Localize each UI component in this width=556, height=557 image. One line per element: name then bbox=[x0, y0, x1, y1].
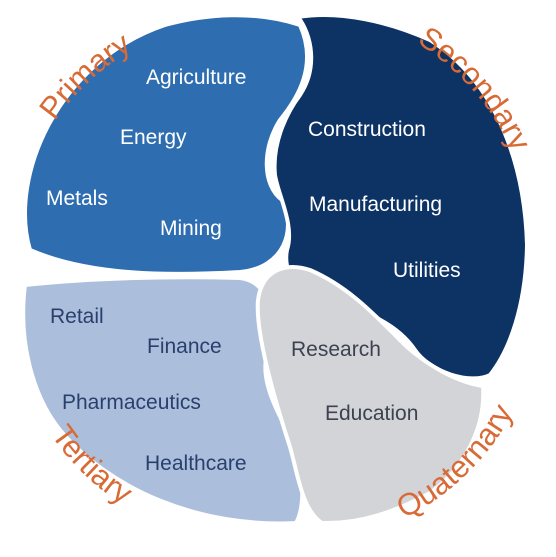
tertiary-item-pharmaceutics: Pharmaceutics bbox=[62, 391, 201, 414]
primary-item-mining: Mining bbox=[160, 217, 222, 240]
quaternary-item-education: Education bbox=[325, 402, 418, 425]
primary-item-metals: Metals bbox=[46, 187, 108, 210]
primary-item-energy: Energy bbox=[120, 126, 187, 149]
quaternary-item-research: Research bbox=[291, 338, 381, 361]
primary-item-agriculture: Agriculture bbox=[146, 66, 246, 89]
tertiary-item-healthcare: Healthcare bbox=[145, 452, 247, 475]
tertiary-item-retail: Retail bbox=[50, 305, 104, 328]
secondary-item-construction: Construction bbox=[308, 118, 426, 141]
tertiary-item-finance: Finance bbox=[147, 335, 222, 358]
secondary-item-manufacturing: Manufacturing bbox=[309, 193, 442, 216]
quaternary-segment bbox=[255, 265, 486, 526]
secondary-item-utilities: Utilities bbox=[393, 259, 461, 282]
primary-segment bbox=[23, 13, 310, 276]
